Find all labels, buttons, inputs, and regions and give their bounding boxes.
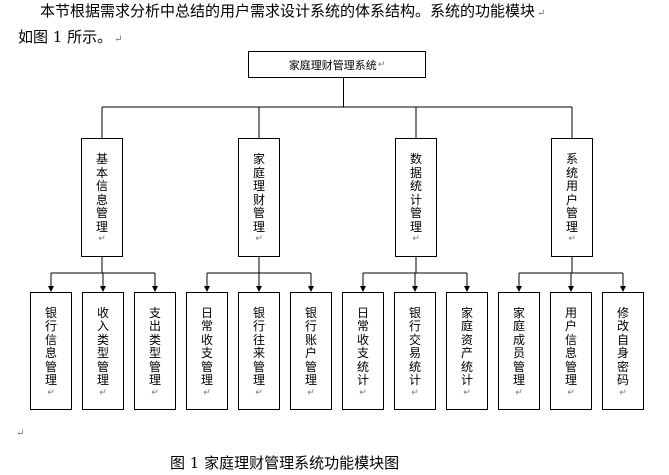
body-paragraph-line-2: 如图 1 所示。↵ (18, 28, 123, 46)
child-box-3-3: 家庭资产统计↵ (446, 292, 488, 410)
edit-mark: ↵ (255, 234, 263, 244)
child-box-3-3-label: 家庭资产统计↵ (460, 305, 474, 398)
child-box-1-1-label: 银行信息管理↵ (44, 305, 58, 398)
edit-mark: ↵ (412, 234, 420, 244)
child-box-3-2-label: 银行交易统计↵ (408, 305, 422, 398)
paragraph-mark: ↵ (114, 34, 123, 45)
edit-mark: ↵ (377, 59, 386, 70)
edit-mark: ↵ (98, 234, 106, 244)
child-box-4-2-label: 用户信息管理↵ (564, 305, 578, 398)
edit-mark: ↵ (567, 387, 575, 398)
child-arrowhead (152, 286, 158, 292)
edit-mark: ↵ (619, 387, 627, 398)
edit-mark: ↵ (307, 387, 315, 398)
child-box-1-1: 银行信息管理↵ (30, 292, 72, 410)
child-box-1-3: 支出类型管理↵ (134, 292, 176, 410)
figure-caption: 图 1 家庭理财管理系统功能模块图 (170, 454, 400, 472)
child-box-3-1: 日常收支统计↵ (342, 292, 384, 410)
child-box-2-2-label: 银行往来管理↵ (252, 305, 266, 398)
child-arrowhead (100, 286, 106, 292)
child-box-1-2: 收入类型管理↵ (82, 292, 124, 410)
module-box-4: 系统用户管理↵ (551, 138, 593, 257)
child-arrowhead (308, 286, 314, 292)
child-arrowhead (204, 286, 210, 292)
root-node: 家庭理财管理系统↵ (248, 51, 426, 78)
edit-mark: ↵ (151, 387, 159, 398)
root-connector (343, 78, 344, 107)
module-box-1: 基本信息管理↵ (81, 138, 123, 257)
child-box-1-2-label: 收入类型管理↵ (96, 305, 110, 398)
child-box-3-2: 银行交易统计↵ (394, 292, 436, 410)
edit-mark: ↵ (203, 387, 211, 398)
child-box-2-1: 日常收支管理↵ (186, 292, 228, 410)
module-box-4-label: 系统用户管理↵ (565, 152, 579, 244)
child-arrowhead (464, 286, 470, 292)
child-arrowhead (568, 286, 574, 292)
child-box-2-2: 银行往来管理↵ (238, 292, 280, 410)
child-arrowhead (620, 286, 626, 292)
child-box-4-1-label: 家庭成员管理↵ (512, 305, 526, 398)
child-arrowhead (256, 286, 262, 292)
module-box-2-label: 家庭理财管理↵ (252, 152, 266, 244)
edit-mark: ↵ (568, 234, 576, 244)
child-box-2-1-label: 日常收支管理↵ (200, 305, 214, 398)
module-box-1-label: 基本信息管理↵ (95, 152, 109, 244)
paragraph-mark: ↵ (537, 8, 546, 19)
edit-mark: ↵ (359, 387, 367, 398)
edit-mark: ↵ (515, 387, 523, 398)
edit-mark: ↵ (463, 387, 471, 398)
child-arrowhead (516, 286, 522, 292)
module-box-3: 数据统计管理↵ (395, 138, 437, 257)
child-arrowhead (360, 286, 366, 292)
edit-mark: ↵ (47, 387, 55, 398)
child-box-2-3: 银行账户管理↵ (290, 292, 332, 410)
child-box-2-3-label: 银行账户管理↵ (304, 305, 318, 398)
edit-mark: ↵ (411, 387, 419, 398)
child-arrowhead (48, 286, 54, 292)
standalone-paragraph-mark: ↵ (16, 428, 25, 439)
child-box-4-3-label: 修改自身密码↵ (616, 305, 630, 398)
module-box-2: 家庭理财管理↵ (238, 138, 280, 257)
child-box-4-1: 家庭成员管理↵ (498, 292, 540, 410)
child-box-4-2: 用户信息管理↵ (550, 292, 592, 410)
child-box-3-1-label: 日常收支统计↵ (356, 305, 370, 398)
child-box-4-3: 修改自身密码↵ (602, 292, 644, 410)
edit-mark: ↵ (255, 387, 263, 398)
child-arrowhead (412, 286, 418, 292)
module-box-3-label: 数据统计管理↵ (409, 152, 423, 244)
root-node-label: 家庭理财管理系统 (288, 58, 377, 72)
body-paragraph-line-1: 本节根据需求分析中总结的用户需求设计系统的体系结构。系统的功能模块↵ (40, 2, 546, 20)
edit-mark: ↵ (99, 387, 107, 398)
child-box-1-3-label: 支出类型管理↵ (148, 305, 162, 398)
